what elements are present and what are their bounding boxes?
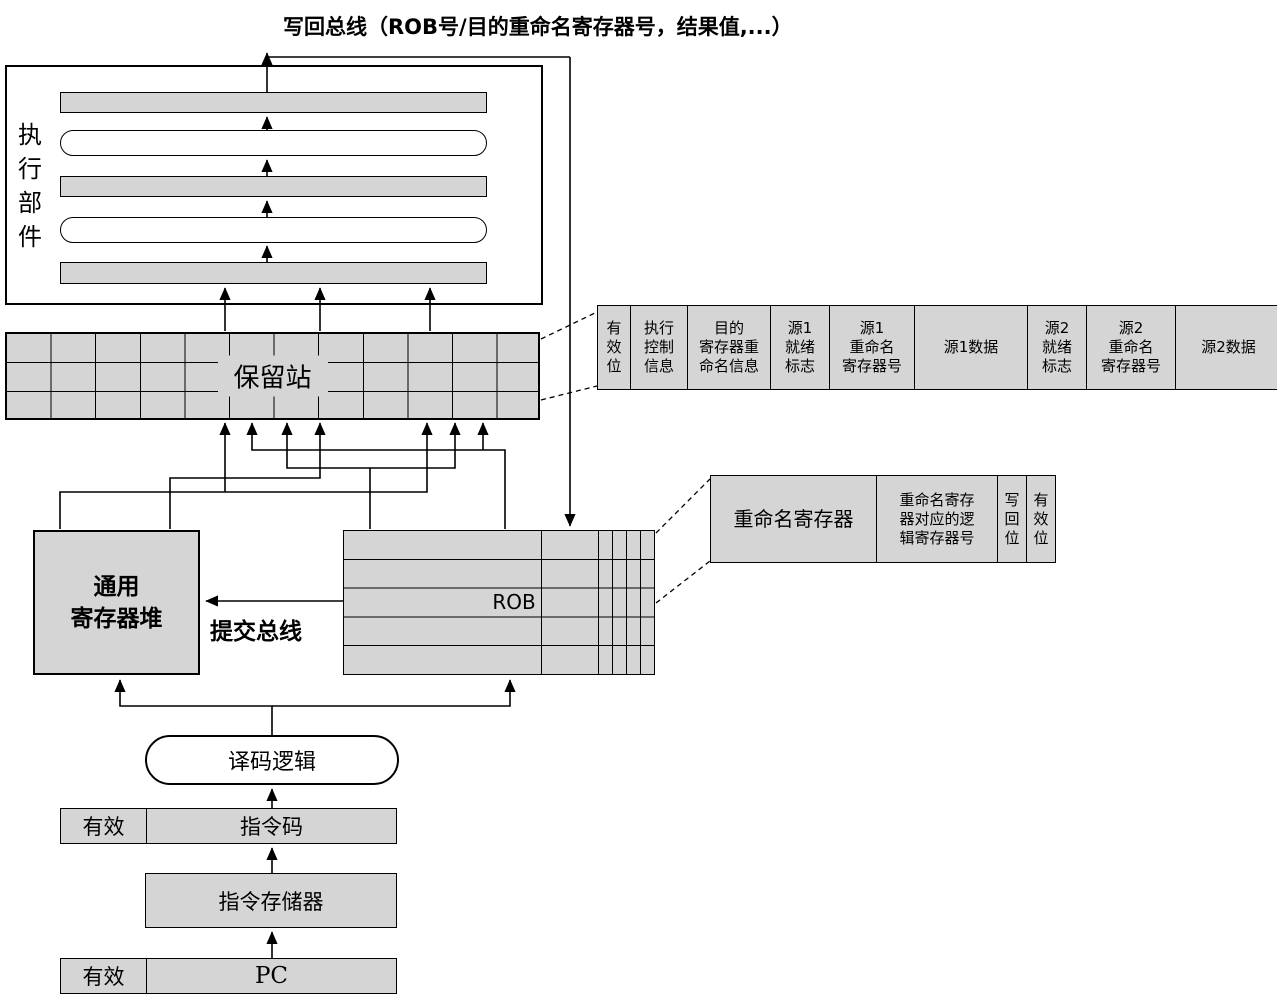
rs-field-src2-ready: 源2 就绪 标志	[1027, 305, 1087, 390]
reservation-station-table: 保留站	[5, 332, 540, 420]
rs-field-exec-control: 执行 控制 信息	[630, 305, 688, 390]
general-register-file-box: 通用 寄存器堆	[33, 530, 200, 675]
decode-dispatch-wires	[114, 679, 516, 736]
rs-entry-detail-table: 有 效 位 执行 控制 信息 目的 寄存器重 命名信息 源1 就绪 标志 源1 …	[597, 305, 1277, 390]
rs-field-valid-bit: 有 效 位	[597, 305, 631, 390]
wire-rob-to-rs-1	[281, 422, 371, 529]
pc-cell: PC	[147, 959, 396, 993]
instruction-code-row: 有效 指令码	[60, 808, 397, 844]
instruction-memory-box: 指令存储器	[145, 873, 397, 928]
pc-row: 有效 PC	[60, 958, 397, 994]
callout-rob-lower	[655, 560, 711, 604]
functional-unit-pill-1	[60, 130, 487, 156]
rename-field-logical-reg: 重命名寄存 器对应的逻 辑寄存器号	[876, 475, 998, 563]
pc-label: PC	[254, 963, 289, 989]
rename-register-title: 重命名寄存器	[710, 475, 877, 563]
rename-field-valid-bit: 有 效 位	[1026, 475, 1056, 563]
pipeline-stage-bar-3	[60, 262, 487, 284]
instruction-valid-cell: 有效	[61, 809, 147, 843]
rob-label: ROB	[488, 590, 540, 614]
wire-rob-to-rs-2	[370, 422, 461, 469]
instruction-code-cell: 指令码	[240, 815, 303, 839]
wire-rf-to-rs-1	[59, 422, 433, 529]
pipeline-stage-bar-1	[60, 92, 487, 113]
commit-bus-label: 提交总线	[210, 619, 302, 645]
rs-field-src1-rename-reg: 源1 重命名 寄存器号	[829, 305, 915, 390]
callout-rob-upper	[655, 478, 711, 534]
wire-rf-to-rs-3	[169, 422, 326, 529]
callout-rs-upper	[540, 311, 598, 340]
wire-decode-to-rf	[114, 679, 273, 736]
rs-field-src2-data: 源2数据	[1175, 305, 1277, 390]
reservation-station-label: 保留站	[217, 355, 328, 397]
pc-valid-cell: 有效	[61, 959, 147, 993]
rename-register-detail-table: 重命名寄存器 重命名寄存 器对应的逻 辑寄存器号 写 回 位 有 效 位	[710, 475, 1056, 563]
wire-rob-to-rs-3	[246, 422, 506, 529]
wire-decode-to-rob	[272, 679, 516, 707]
rs-field-dest-rename: 目的 寄存器重 命名信息	[687, 305, 771, 390]
rob-table: ROB	[343, 530, 655, 675]
operand-network	[59, 422, 506, 529]
rs-field-src1-data: 源1数据	[914, 305, 1028, 390]
decode-logic-pill: 译码逻辑	[145, 735, 399, 785]
rename-field-writeback-bit: 写 回 位	[997, 475, 1027, 563]
rs-field-src1-ready: 源1 就绪 标志	[770, 305, 830, 390]
rs-field-src2-rename-reg: 源2 重命名 寄存器号	[1086, 305, 1176, 390]
pipeline-stage-bar-2	[60, 176, 487, 197]
functional-unit-pill-2	[60, 217, 487, 243]
execution-units-label: 执 行 部 件	[18, 121, 42, 251]
callout-rs-lower	[540, 385, 598, 401]
writeback-bus-title: 写回总线（ROB号/目的重命名寄存器号，结果值,...）	[283, 15, 793, 39]
